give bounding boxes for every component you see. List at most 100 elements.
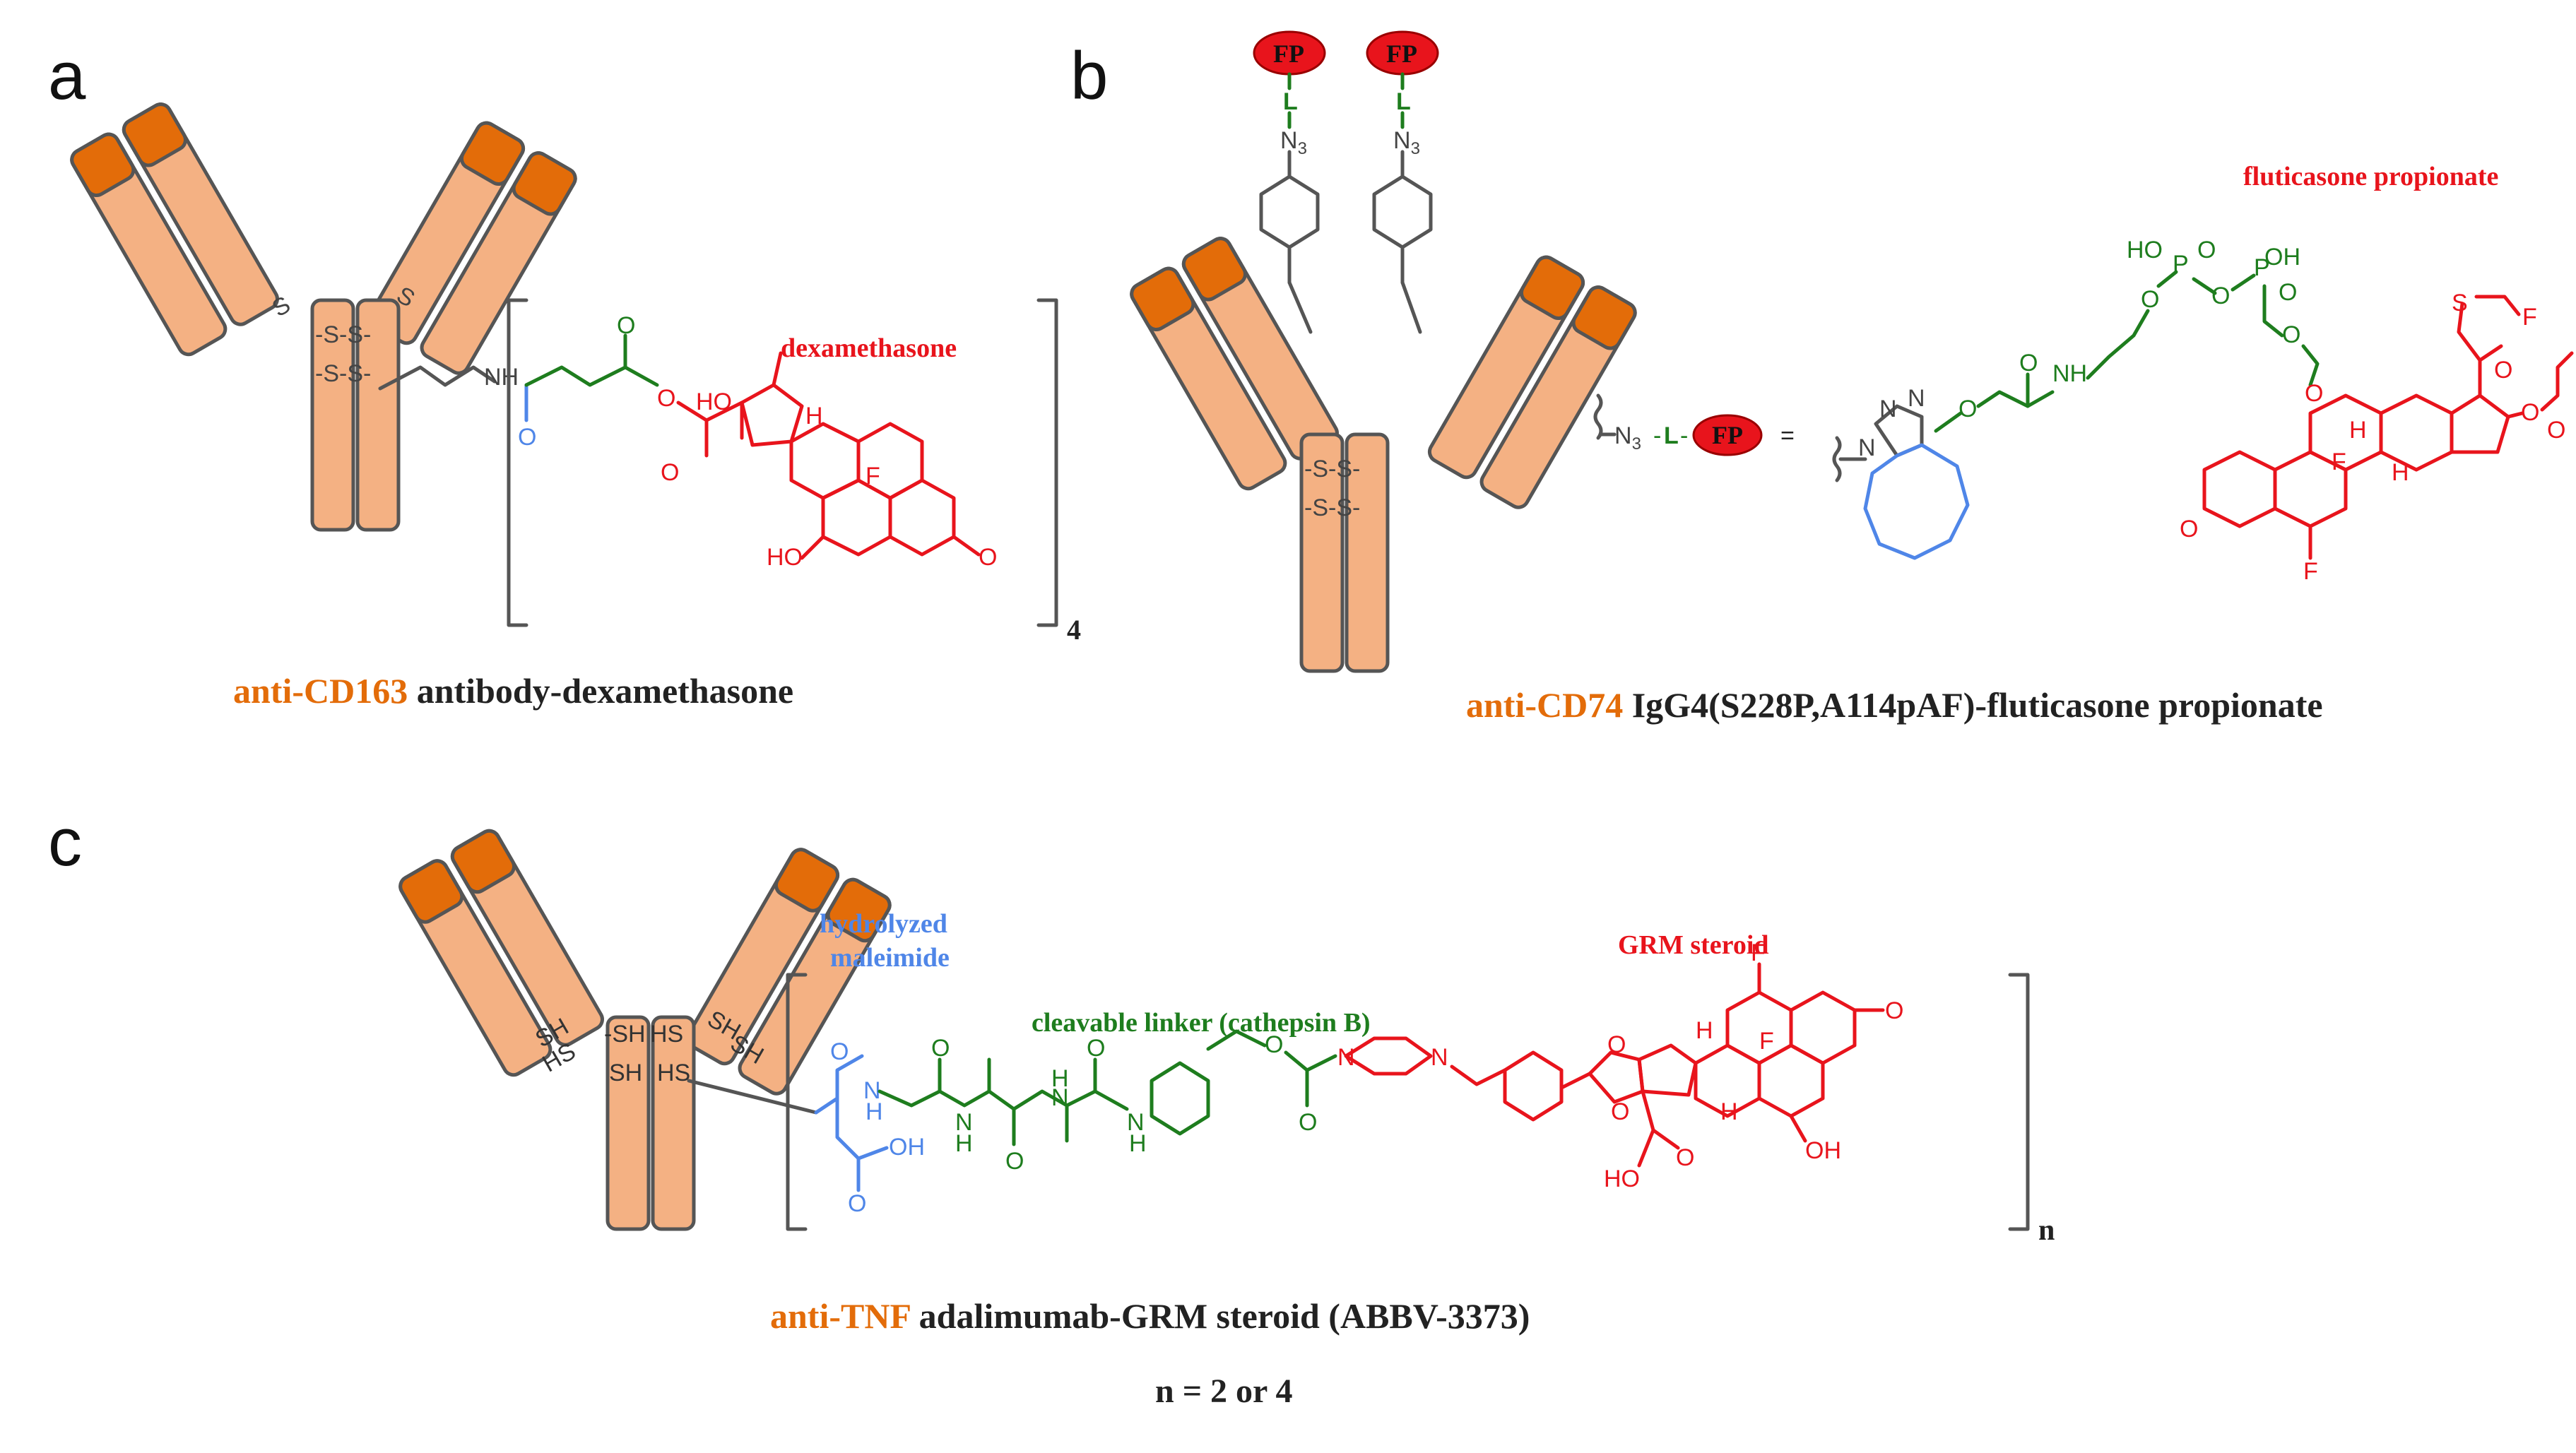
thiol-c-5: HS bbox=[650, 1021, 683, 1048]
atom-o-ester-b: O bbox=[2521, 399, 2539, 426]
dexamethasone-structure: O HO H F HO O bbox=[661, 351, 997, 571]
multiplier-a: 4 bbox=[1067, 614, 1081, 646]
multiplier-c: n bbox=[2038, 1214, 2055, 1247]
fluticasone-conjugate-structure: N N N O O NH O P HO O O P OH O O bbox=[1832, 237, 2574, 585]
atom-o-ester-a: O bbox=[657, 385, 675, 412]
thiol-c-8: HS bbox=[657, 1060, 690, 1086]
atom-n3-b: N bbox=[1858, 434, 1876, 461]
atom-f-a: F bbox=[865, 463, 880, 490]
drug-label-c: GRM steroid bbox=[1618, 930, 1769, 960]
atom-ho-c: HO bbox=[1604, 1166, 1640, 1192]
grm-steroid-structure-c: O O H F H F O OH HO O bbox=[1588, 939, 1903, 1192]
atom-nh-c: N bbox=[1127, 1109, 1145, 1136]
atom-hnh-c: H bbox=[1129, 1130, 1147, 1157]
caption-a-target: anti-CD163 bbox=[233, 671, 408, 711]
atom-o-enone-a: O bbox=[979, 544, 997, 571]
atom-o-blue-a: O bbox=[518, 424, 536, 451]
paf-phenyl-b-2 bbox=[1372, 150, 1433, 334]
legend-fp-b: FP bbox=[1712, 421, 1743, 449]
atom-h2-c: H bbox=[1720, 1098, 1738, 1125]
caption-c: anti-TNF adalimumab-GRM steroid (ABBV-33… bbox=[770, 1296, 1530, 1336]
lysine-chain-a bbox=[378, 365, 497, 391]
atom-ho2-a: HO bbox=[767, 544, 803, 571]
thiol-c-4: -SH bbox=[604, 1021, 646, 1048]
atom-o-p2-b: O bbox=[2279, 279, 2297, 306]
disulfide-b-2: -S-S- bbox=[1304, 494, 1360, 521]
atom-o7-c: O bbox=[1299, 1109, 1317, 1136]
atom-o6-c: O bbox=[1265, 1031, 1283, 1058]
atom-hn2-c: H bbox=[955, 1130, 973, 1157]
ester-link-a bbox=[623, 365, 659, 387]
antibody-a: -S-S- -S-S- S S bbox=[70, 102, 577, 532]
atom-f2-c: F bbox=[1759, 1028, 1774, 1055]
azide-b-2: N3 bbox=[1393, 127, 1420, 158]
atom-o5-c: O bbox=[1087, 1035, 1105, 1062]
fp-tag-b-2: FP L N3 bbox=[1366, 30, 1439, 158]
atom-h2-b: H bbox=[2392, 459, 2409, 486]
panel-c-letter: c bbox=[48, 805, 82, 880]
peptide-linker-structure-c: O N H O N H O N H O O bbox=[878, 1029, 1337, 1175]
atom-f2-b: F bbox=[2332, 449, 2346, 475]
atom-ho1-b: HO bbox=[2127, 237, 2163, 263]
thiol-c-7: SH bbox=[609, 1060, 642, 1086]
atom-f1-b: F bbox=[2522, 304, 2537, 331]
atom-nh-a: NH bbox=[484, 364, 519, 391]
atom-o-ester-c-b: O bbox=[2494, 357, 2512, 384]
caption-b: anti-CD74 IgG4(S228P,A114pAF)-fluticason… bbox=[1466, 685, 2323, 725]
fp-tag-b-1: FP L N3 bbox=[1253, 30, 1326, 158]
bracket-c-left bbox=[786, 973, 808, 1231]
linker-label-c: cleavable linker (cathepsin B) bbox=[1032, 1008, 1371, 1038]
atom-o-prop-b: O bbox=[2547, 417, 2565, 444]
atom-h1-c: H bbox=[1696, 1017, 1713, 1044]
panel-a: a -S-S- -S- bbox=[48, 38, 1081, 711]
piperazine-structure-c: N N bbox=[1337, 1036, 1592, 1122]
disulfide-a-2: -S-S- bbox=[315, 360, 371, 387]
drug-label-b: fluticasone propionate bbox=[2243, 162, 2498, 191]
atom-o-bridge2-b: O bbox=[2211, 283, 2230, 309]
atom-o-ether-b: O bbox=[1958, 396, 1977, 422]
maleimide-structure-c: O N H OH O bbox=[814, 1038, 925, 1217]
caption-a: anti-CD163 antibody-dexamethasone bbox=[233, 671, 793, 711]
legend-azide-b: N3 bbox=[1614, 422, 1641, 453]
atom-f3-b: F bbox=[2303, 558, 2318, 585]
atom-hn1-c: H bbox=[865, 1098, 883, 1125]
atom-oh-b: OH bbox=[2264, 244, 2300, 271]
atom-o4-c: O bbox=[1005, 1148, 1024, 1175]
atom-n1-b: N bbox=[1879, 396, 1897, 422]
disulfide-b-1: -S-S- bbox=[1304, 456, 1360, 482]
atom-h-a: H bbox=[805, 403, 823, 429]
antibody-b: -S-S- -S-S- bbox=[1130, 237, 1637, 673]
atom-s-b: S bbox=[2452, 290, 2468, 316]
caption-b-rest: IgG4(S228P,A114pAF)-fluticasone propiona… bbox=[1623, 685, 2322, 725]
linker-tag-b-2: L bbox=[1396, 88, 1411, 115]
azide-b-1: N3 bbox=[1280, 127, 1307, 158]
antibody-a-heavy-chain-right bbox=[355, 298, 401, 532]
atom-oenone-c: O bbox=[1885, 997, 1903, 1024]
antibody-a-right-arm bbox=[367, 121, 577, 375]
panel-c: c SH SH HS -SH HS SH SH HS bbox=[48, 805, 2055, 1410]
spacer-label-c-1: hydrolyzed bbox=[820, 909, 947, 939]
fp-label-b-1: FP bbox=[1273, 40, 1304, 68]
caption-c-target: anti-TNF bbox=[770, 1296, 910, 1336]
panel-b-letter: b bbox=[1070, 38, 1108, 114]
antibody-a-left-arm bbox=[70, 102, 279, 357]
atom-p2-b: P bbox=[2254, 254, 2270, 281]
atom-o-carbonyl-a: O bbox=[617, 312, 635, 339]
antibody-c: SH SH HS -SH HS SH SH HS bbox=[398, 829, 892, 1231]
fp-label-b-2: FP bbox=[1386, 40, 1417, 68]
atom-o-amide-b: O bbox=[2019, 350, 2038, 376]
atom-o-enone-b: O bbox=[2180, 516, 2198, 542]
atom-npip2-c: N bbox=[1431, 1044, 1448, 1071]
bracket-a-left bbox=[507, 298, 528, 627]
atom-o-bridge1-b: O bbox=[2141, 286, 2159, 313]
fp-legend-b: N3 - L - FP = bbox=[1593, 393, 1795, 456]
atom-npip1-c: N bbox=[1337, 1044, 1355, 1071]
panel-a-letter: a bbox=[48, 38, 86, 114]
atom-n1-c: N bbox=[863, 1077, 881, 1104]
atom-p1-b: P bbox=[2173, 251, 2189, 278]
succinate-linker-a bbox=[524, 333, 627, 387]
note-c: n = 2 or 4 bbox=[1155, 1372, 1292, 1410]
atom-oac2-c: O bbox=[1611, 1098, 1629, 1125]
bracket-c-right bbox=[2008, 973, 2030, 1231]
